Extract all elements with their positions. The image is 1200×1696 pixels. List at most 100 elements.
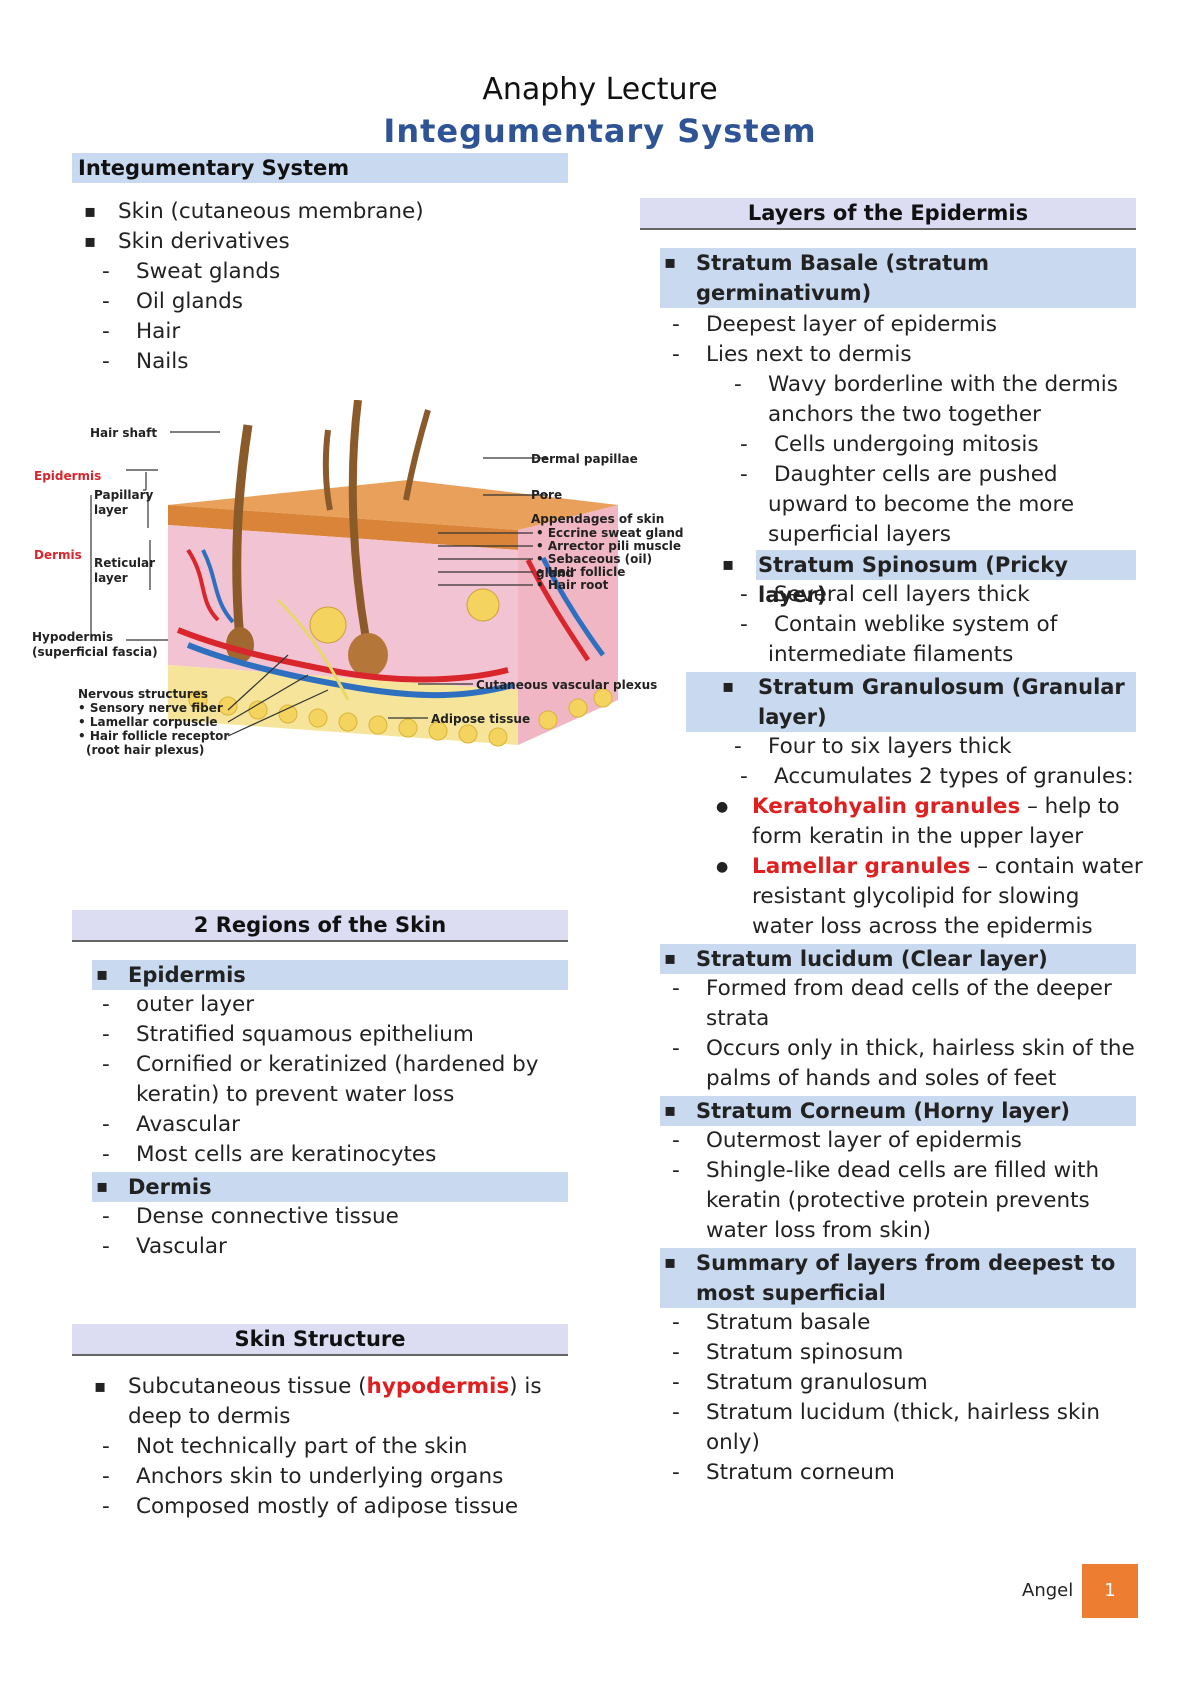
subheader-stratum-corneum: ▪ Stratum Corneum (Horny layer) [660,1096,1136,1126]
subheader-label: Stratum Granulosum (Granular [758,675,1125,699]
list-item: Vascular [102,1232,227,1262]
list-item-continuation: water loss across the epidermis [752,914,1093,939]
label-cutaneous-plexus: Cutaneous vascular plexus [476,678,658,692]
subheader-label: Stratum lucidum (Clear layer) [696,947,1048,971]
section-header-regions: 2 Regions of the Skin [72,910,568,942]
skin-diagram: Hair shaft Epidermis Papillary layer Der… [28,399,688,830]
label-hair-follicle-receptor: • Hair follicle receptor [78,729,230,743]
square-bullet-icon: ▪ [722,554,735,575]
label-papillary-layer: layer [94,503,128,517]
list-item: Daughter cells are pushed [740,460,1058,490]
text-part: – contain water [970,854,1143,879]
label-adipose-tissue: Adipose tissue [431,712,531,726]
document-subtitle: Integumentary System [383,112,817,150]
list-item: Hair [102,317,180,347]
list-item: Stratum granulosum [672,1368,928,1398]
label-reticular-layer: layer [94,571,128,585]
list-item-continuation: water loss from skin) [706,1218,931,1243]
list-item: Accumulates 2 types of granules: [740,762,1134,792]
text-part: – help to [1020,794,1120,819]
list-item: Shingle-like dead cells are filled with [672,1156,1099,1186]
list-item: Sweat glands [102,257,280,287]
list-item: Cells undergoing mitosis [740,430,1039,460]
list-item: outer layer [102,990,254,1020]
subheader-summary: ▪ Summary of layers from deepest to most… [660,1248,1136,1308]
section-header-skin-structure: Skin Structure [72,1324,568,1356]
label-sensory-nerve: • Sensory nerve fiber [78,701,223,715]
list-item: Lies next to dermis [672,340,911,370]
list-item-continuation: anchors the two together [768,402,1041,427]
subheader-label: Epidermis [128,963,246,987]
label-lamellar-corpuscle: • Lamellar corpuscle [78,715,218,729]
label-pore: Pore [531,488,563,502]
list-item: Skin (cutaneous membrane) [84,197,424,227]
label-appendages: Appendages of skin [531,512,665,526]
list-item: Stratum corneum [672,1458,895,1488]
square-bullet-icon: ▪ [94,1376,107,1397]
list-item-continuation: palms of hands and soles of feet [706,1066,1057,1091]
text-part: Subcutaneous tissue ( [128,1374,367,1399]
subheader-stratum-lucidum: ▪ Stratum lucidum (Clear layer) [660,944,1136,974]
label-eccrine-gland: • Eccrine sweat gland [536,526,684,540]
list-item-continuation: keratin (protective protein prevents [706,1188,1090,1213]
subheader-label: germinativum) [696,281,872,305]
label-root-hair-plexus: (root hair plexus) [86,743,205,757]
label-reticular: Reticular [94,556,156,570]
subheader-epidermis: ▪ Epidermis [92,960,568,990]
list-item: Most cells are keratinocytes [102,1140,436,1170]
list-item-continuation: deep to dermis [128,1404,291,1429]
list-item: Occurs only in thick, hairless skin of t… [672,1034,1135,1064]
subheader-label: Stratum Basale (stratum [696,251,990,275]
skin-cross-section-illustration [90,399,618,747]
section-header-integumentary: Integumentary System [72,153,568,183]
list-item-keratohyalin: Keratohyalin granules – help to [716,792,1120,822]
label-hair-follicle: • Hair follicle [536,565,626,579]
label-hair-root: • Hair root [536,578,609,592]
list-item-subcutaneous: ▪ Subcutaneous tissue (hypodermis) is [94,1372,542,1402]
subheader-dermis: ▪ Dermis [92,1172,568,1202]
highlight-term: Lamellar granules [752,854,971,879]
list-item: Nails [102,347,189,377]
subheader-label: Stratum Corneum (Horny layer) [696,1099,1070,1123]
list-item-continuation: intermediate filaments [768,642,1014,667]
label-hypodermis: Hypodermis [32,630,114,644]
page-number: 1 [1082,1564,1138,1618]
label-hair-shaft: Hair shaft [90,426,158,440]
list-item-continuation: resistant glycolipid for slowing [752,884,1080,909]
square-bullet-icon: ▪ [664,252,677,273]
square-bullet-icon: ▪ [96,964,109,985]
list-item: Dense connective tissue [102,1202,399,1232]
text-part: ) is [509,1374,542,1399]
list-item: Four to six layers thick [734,732,1012,762]
document-title: Anaphy Lecture [482,72,718,107]
label-sebaceous-gland: • Sebaceous (oil) gland [536,552,653,580]
label-superficial-fascia: (superficial fascia) [32,645,158,659]
square-bullet-icon: ▪ [96,1176,109,1197]
list-item-continuation: only) [706,1430,760,1455]
subheader-label: Summary of layers from deepest to [696,1251,1116,1275]
label-epidermis: Epidermis [34,469,102,483]
label-papillary: Papillary [94,488,154,502]
square-bullet-icon: ▪ [722,676,735,697]
list-item: Stratified squamous epithelium [102,1020,474,1050]
subheader-stratum-basale: ▪ Stratum Basale (stratum germinativum) [660,248,1136,308]
highlight-term: hypodermis [366,1374,510,1399]
subheader-stratum-spinosum: Stratum Spinosum (Pricky layer) [756,550,1136,607]
list-item: Composed mostly of adipose tissue [102,1492,518,1522]
list-item-continuation: form keratin in the upper layer [752,824,1084,849]
list-item-continuation: keratin) to prevent water loss [136,1082,455,1107]
list-item: Formed from dead cells of the deeper [672,974,1112,1004]
subheader-label: most superficial [696,1281,886,1305]
list-item: Not technically part of the skin [102,1432,468,1462]
list-item: Outermost layer of epidermis [672,1126,1022,1156]
subheader-stratum-granulosum: ▪ Stratum Granulosum (Granular layer) [686,672,1136,732]
label-arrector-pili: • Arrector pili muscle [536,539,681,553]
list-item: Avascular [102,1110,240,1140]
list-item: Skin derivatives [84,227,290,257]
square-bullet-icon: ▪ [664,948,677,969]
footer-author: Angel [1022,1580,1074,1601]
highlight-term: Keratohyalin granules [752,794,1021,819]
label-dermis: Dermis [34,548,82,562]
list-item-continuation: superficial layers [768,522,952,547]
list-item: Deepest layer of epidermis [672,310,997,340]
